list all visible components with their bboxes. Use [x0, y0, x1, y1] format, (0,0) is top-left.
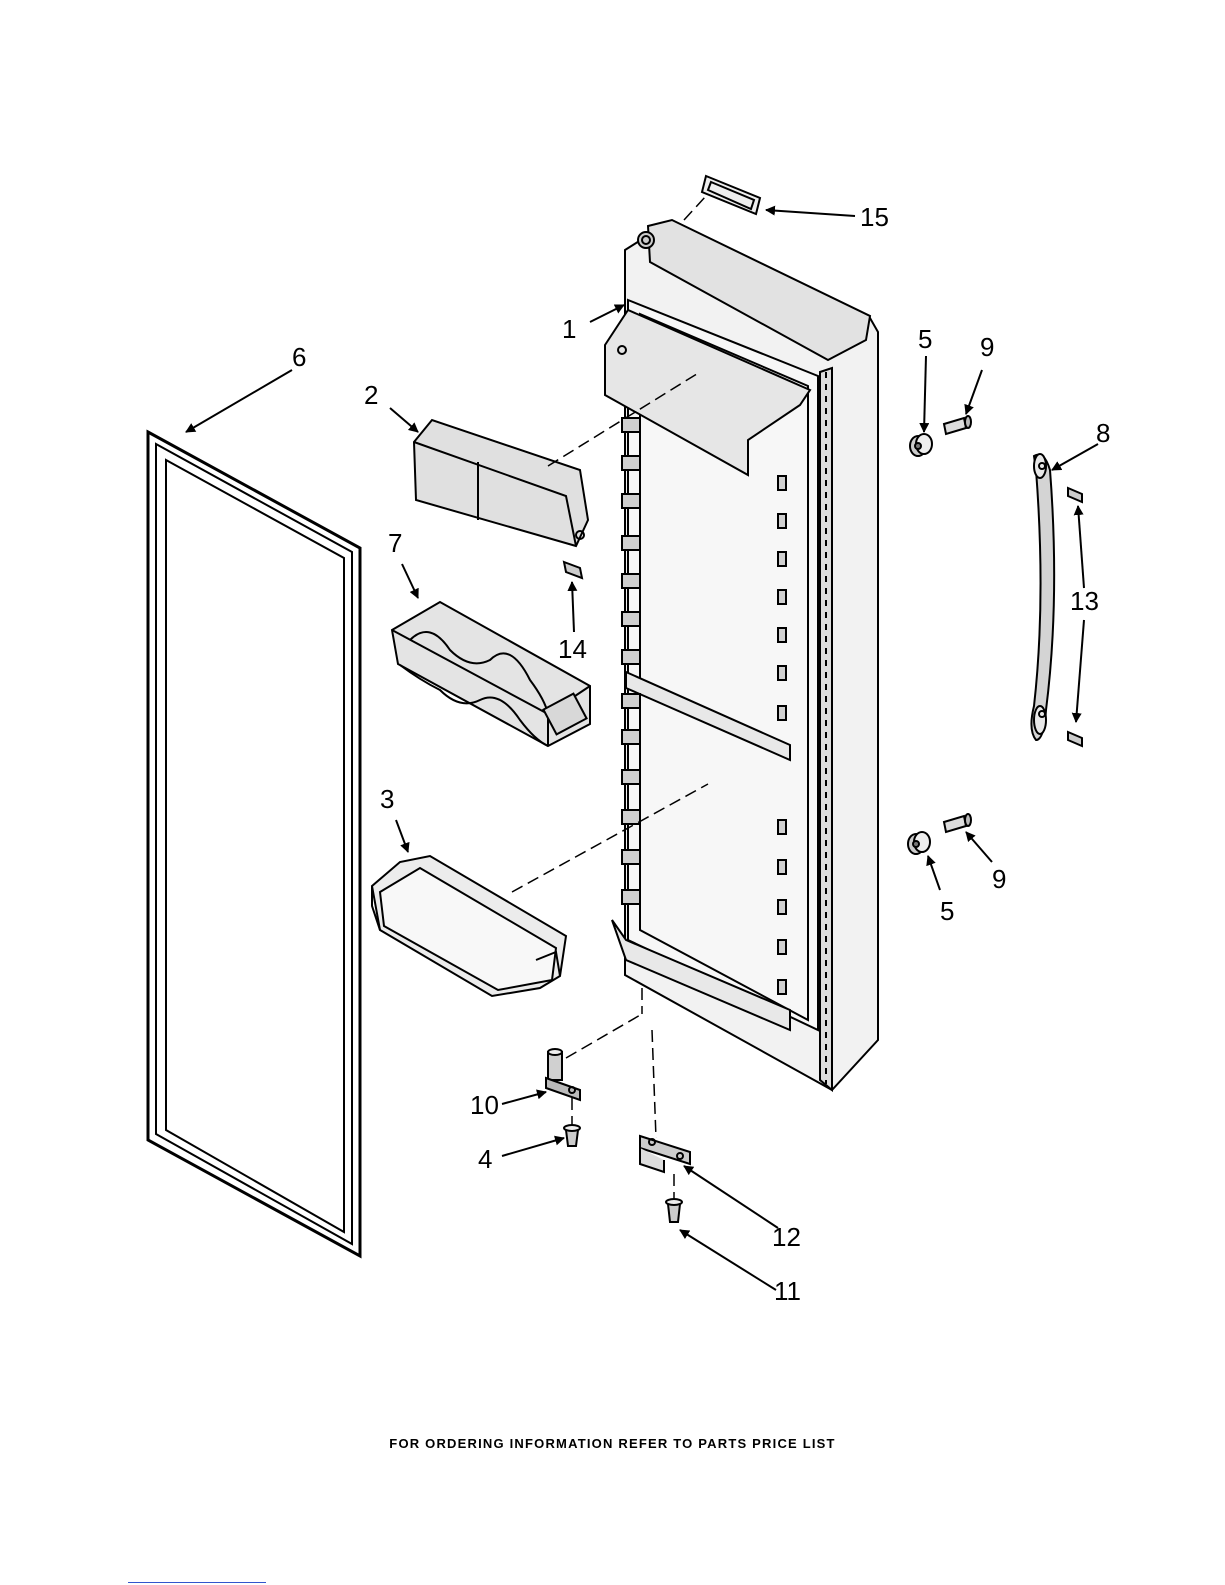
- dairy-door-drawing: [414, 420, 588, 578]
- door-liner-drawing: [605, 220, 878, 1090]
- callout-5-top: 5: [918, 324, 932, 354]
- callout-1: 1: [562, 314, 576, 344]
- door-gasket-drawing: [148, 432, 360, 1256]
- bushing-screw-drawing: [908, 416, 971, 854]
- callout-3: 3: [380, 784, 394, 814]
- callout-4: 4: [478, 1144, 492, 1174]
- callout-9-top: 9: [980, 332, 994, 362]
- callout-2: 2: [364, 380, 378, 410]
- hinge-cap-drawing: [702, 176, 760, 214]
- callout-9-bottom: 9: [992, 864, 1006, 894]
- lower-hinge-drawing: [640, 1136, 690, 1222]
- callout-12: 12: [772, 1222, 801, 1252]
- ordering-info-footer: FOR ORDERING INFORMATION REFER TO PARTS …: [0, 1436, 1225, 1451]
- callout-10: 10: [470, 1090, 499, 1120]
- callout-11: 11: [774, 1276, 801, 1306]
- callout-7: 7: [388, 528, 402, 558]
- callout-14: 14: [558, 634, 587, 664]
- egg-tray-drawing: [392, 602, 590, 746]
- callout-8: 8: [1096, 418, 1110, 448]
- bottom-link-underline[interactable]: [128, 1582, 266, 1584]
- callout-6: 6: [292, 342, 306, 372]
- callout-5-bottom: 5: [940, 896, 954, 926]
- door-bin-drawing: [372, 856, 566, 996]
- hinge-pin-drawing: [546, 1049, 580, 1146]
- callout-13: 13: [1070, 586, 1099, 616]
- callout-15: 15: [860, 202, 889, 232]
